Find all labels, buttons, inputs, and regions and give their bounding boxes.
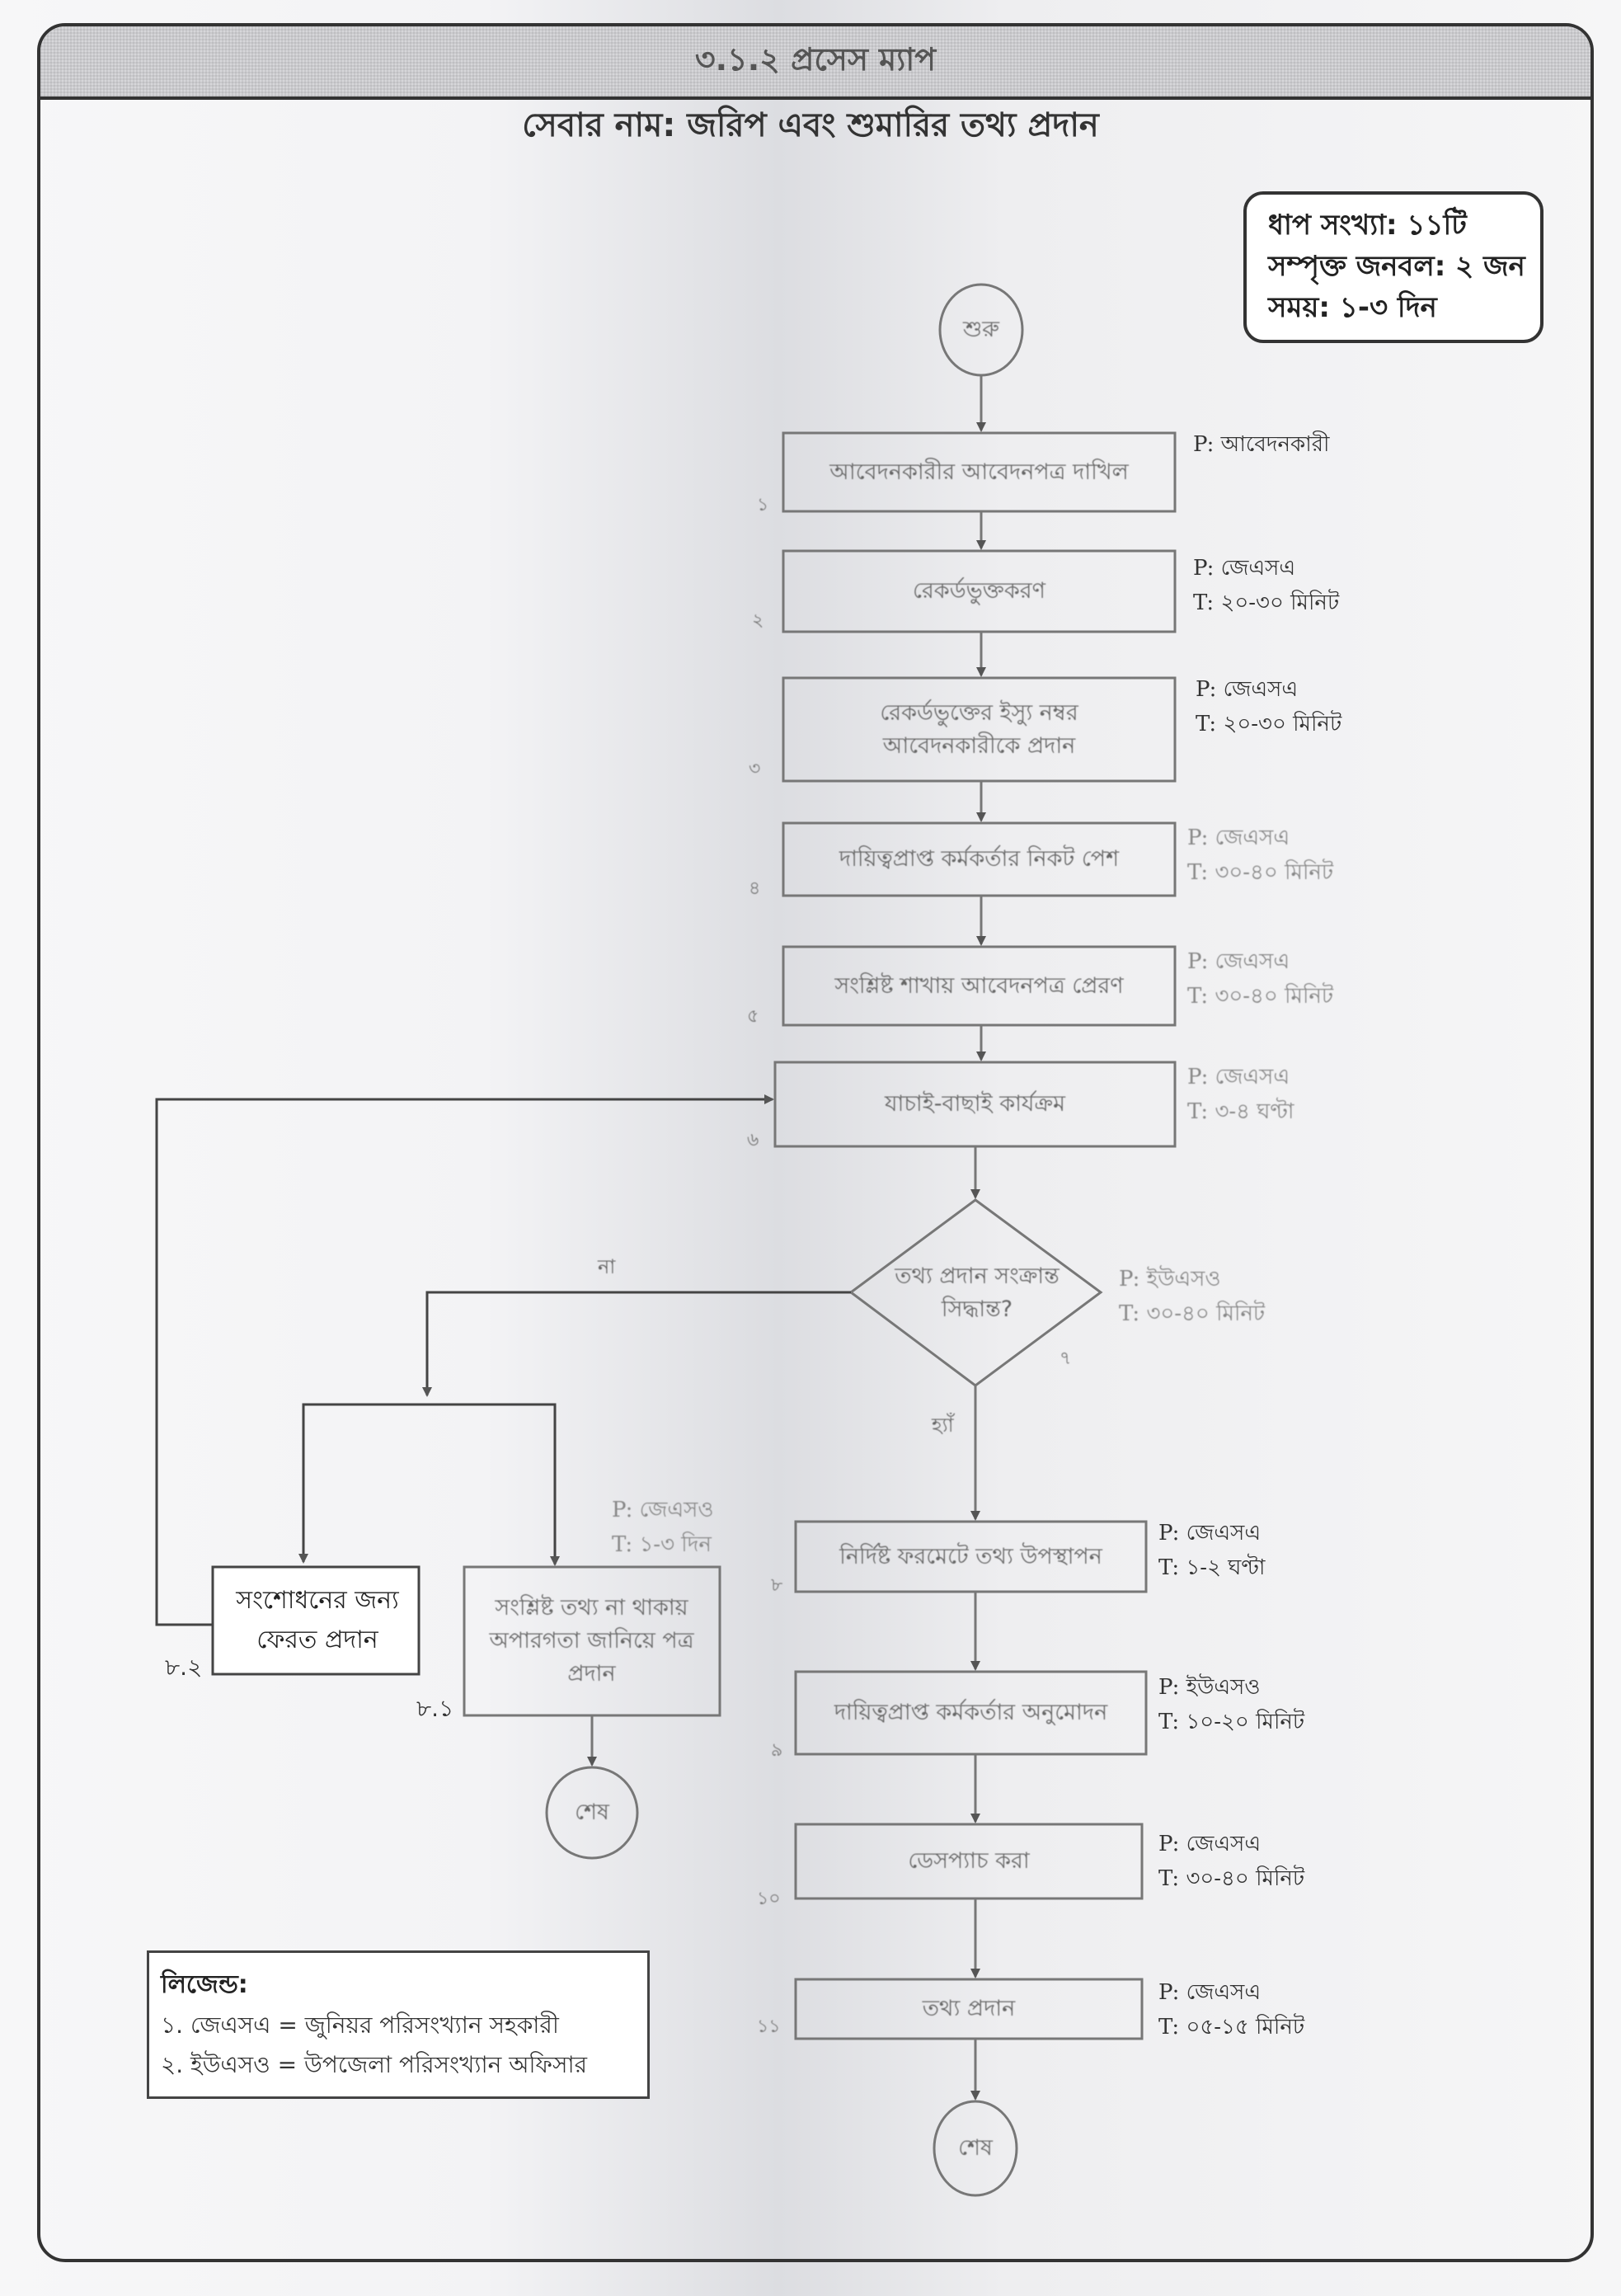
step-2-number: ২ bbox=[752, 610, 764, 631]
step-2-meta: P: জেএসএ T: ২০-৩০ মিনিট bbox=[1193, 551, 1339, 620]
step-4-number: ৪ bbox=[749, 878, 761, 899]
step-2-time: T: ২০-৩০ মিনিট bbox=[1193, 590, 1340, 615]
step-8-2-label: সংশোধনের জন্য ফেরত প্রদান bbox=[236, 1586, 399, 1654]
step-9-number: ৯ bbox=[771, 1740, 783, 1761]
service-name: সেবার নাম: জরিপ এবং শুমারির তথ্য প্রদান bbox=[522, 106, 1099, 144]
step-9-time: T: ১০-২০ মিনিট bbox=[1158, 1710, 1305, 1734]
step-10-number: ১০ bbox=[757, 1889, 781, 1909]
step-8-number: ৮ bbox=[771, 1575, 783, 1596]
section-header: ৩.১.২ প্রসেস ম্যাপ bbox=[40, 26, 1590, 100]
step-10-person: P: জেএসএ bbox=[1158, 1832, 1262, 1856]
step-9-person: P: ইউএসও bbox=[1158, 1675, 1261, 1700]
summary-steps: ধাপ সংখ্যা: ১১টি bbox=[1268, 209, 1467, 242]
step-7-label: তথ্য প্রদান সংক্রান্ত সিদ্ধান্ত? bbox=[895, 1263, 1060, 1322]
step-8-meta: P: জেএসএ T: ১-২ ঘণ্টা bbox=[1158, 1516, 1265, 1585]
step-1-number: ১ bbox=[757, 495, 769, 515]
step-8-box bbox=[794, 1520, 1148, 1593]
step-6-number: ৬ bbox=[747, 1130, 759, 1150]
step-8-time: T: ১-২ ঘণ্টা bbox=[1158, 1555, 1266, 1580]
legend-box: লিজেন্ড: ১. জেএসএ = জুনিয়র পরিসংখ্যান স… bbox=[147, 1950, 650, 2099]
step-4-person: P: জেএসএ bbox=[1187, 826, 1290, 850]
process-map-frame: ৩.১.২ প্রসেস ম্যাপ bbox=[37, 23, 1594, 2262]
start-terminal-label: শুরু bbox=[963, 317, 999, 342]
step-5-person: P: জেএসএ bbox=[1187, 949, 1290, 974]
step-7-number: ৭ bbox=[1060, 1348, 1072, 1369]
summary-box: ধাপ সংখ্যা: ১১টি সম্পৃক্ত জনবল: ২ জন সময… bbox=[1243, 191, 1543, 343]
legend-title: লিজেন্ড: bbox=[161, 1970, 248, 1999]
step-4-box bbox=[782, 821, 1177, 897]
step-8-1-time: T: ১-৩ দিন bbox=[612, 1532, 712, 1557]
end-terminal-main-label: শেষ bbox=[958, 2135, 993, 2161]
step-4-time: T: ৩০-৪০ মিনিট bbox=[1187, 860, 1334, 885]
end-terminal-branch-label: শেষ bbox=[575, 1800, 609, 1825]
step-8-2-number: ৮.২ bbox=[165, 1654, 203, 1681]
end-terminal-main-shape bbox=[933, 2100, 1018, 2197]
step-10-meta: P: জেএসএ T: ৩০-৪০ মিনিট bbox=[1158, 1827, 1304, 1896]
step-8-label: নির্দিষ্ট ফরমেটে তথ্য উপস্থাপন bbox=[839, 1543, 1102, 1569]
step-11-label: তথ্য প্রদান bbox=[922, 1996, 1016, 2021]
step-1-box bbox=[782, 431, 1177, 513]
step-6-label: যাচাই-বাছাই কার্যক্রম bbox=[884, 1091, 1066, 1117]
step-11-number: ১১ bbox=[757, 2016, 781, 2037]
step-5-number: ৫ bbox=[747, 1006, 759, 1027]
step-2-label: রেকর্ডভুক্তকরণ bbox=[913, 578, 1045, 604]
step-2-person: P: জেএসএ bbox=[1193, 556, 1296, 581]
end-terminal-branch-shape bbox=[545, 1766, 639, 1860]
step-8-person: P: জেএসএ bbox=[1158, 1521, 1262, 1546]
step-11-time: T: ০৫-১৫ মিনিট bbox=[1158, 2015, 1305, 2040]
step-10-label: ডেসপ্যাচ করা bbox=[908, 1848, 1030, 1874]
step-8-1-meta: P: জেএসও T: ১-৩ দিন bbox=[612, 1493, 714, 1562]
step-11-box bbox=[794, 1978, 1144, 2040]
step-10-box bbox=[794, 1823, 1144, 1900]
step-8-1-person: P: জেএসও bbox=[612, 1498, 714, 1522]
step-3-label: রেকর্ডভুক্তের ইস্যু নম্বর আবেদনকারীকে প্… bbox=[880, 699, 1078, 759]
branch-yes-label: হ্যাঁ bbox=[932, 1414, 954, 1437]
step-4-meta: P: জেএসএ T: ৩০-৪০ মিনিট bbox=[1187, 821, 1333, 890]
step-2-box bbox=[782, 549, 1177, 633]
step-5-time: T: ৩০-৪০ মিনিট bbox=[1187, 984, 1334, 1009]
step-3-box bbox=[782, 676, 1177, 783]
step-4-label: দায়িত্বপ্রাপ্ত কর্মকর্তার নিকট পেশ bbox=[839, 846, 1120, 872]
step-3-number: ৩ bbox=[749, 759, 761, 779]
step-1-meta: P: আবেদনকারী bbox=[1193, 427, 1330, 462]
step-10-time: T: ৩০-৪০ মিনিট bbox=[1158, 1866, 1305, 1891]
branch-no-label: না bbox=[598, 1255, 616, 1278]
step-11-person: P: জেএসএ bbox=[1158, 1980, 1262, 2005]
section-title: ৩.১.২ প্রসেস ম্যাপ bbox=[694, 40, 937, 78]
step-7-person: P: ইউএসও bbox=[1119, 1267, 1221, 1292]
summary-manpower: সম্পৃক্ত জনবল: ২ জন bbox=[1268, 250, 1525, 283]
step-6-person: P: জেএসএ bbox=[1187, 1065, 1290, 1089]
step-8-1-number: ৮.১ bbox=[416, 1695, 454, 1722]
step-5-box bbox=[782, 945, 1177, 1027]
step-1-label: আবেদনকারীর আবেদনপত্র দাখিল bbox=[829, 459, 1129, 485]
step-7-meta: P: ইউএসও T: ৩০-৪০ মিনিট bbox=[1119, 1262, 1265, 1331]
step-6-time: T: ৩-৪ ঘণ্টা bbox=[1187, 1099, 1294, 1124]
step-8-2-box bbox=[211, 1565, 421, 1676]
step-9-label: দায়িত্বপ্রাপ্ত কর্মকর্তার অনুমোদন bbox=[834, 1700, 1108, 1725]
legend-item-uso: ২. ইউএসও = উপজেলা পরিসংখ্যান অফিসার bbox=[161, 2051, 587, 2078]
legend-item-jsa: ১. জেএসএ = জুনিয়র পরিসংখ্যান সহকারী bbox=[161, 2011, 559, 2039]
step-6-meta: P: জেএসএ T: ৩-৪ ঘণ্টা bbox=[1187, 1060, 1294, 1129]
step-7-time: T: ৩০-৪০ মিনিট bbox=[1119, 1301, 1266, 1326]
step-1-person: P: আবেদনকারী bbox=[1193, 432, 1330, 457]
step-11-meta: P: জেএসএ T: ০৫-১৫ মিনিট bbox=[1158, 1975, 1304, 2044]
step-5-meta: P: জেএসএ T: ৩০-৪০ মিনিট bbox=[1187, 944, 1333, 1014]
step-9-meta: P: ইউএসও T: ১০-২০ মিনিট bbox=[1158, 1670, 1304, 1739]
step-8-1-label: সংশ্লিষ্ট তথ্য না থাকায় অপারগতা জানিয়ে… bbox=[489, 1595, 694, 1687]
step-3-time: T: ২০-৩০ মিনিট bbox=[1196, 712, 1342, 736]
step-3-person: P: জেএসএ bbox=[1196, 677, 1299, 702]
summary-time: সময়: ১-৩ দিন bbox=[1268, 291, 1437, 324]
step-9-box bbox=[794, 1670, 1148, 1756]
step-5-label: সংশ্লিষ্ট শাখায় আবেদনপত্র প্রেরণ bbox=[834, 972, 1124, 999]
step-3-meta: P: জেএসএ T: ২০-৩০ মিনিট bbox=[1196, 672, 1341, 741]
